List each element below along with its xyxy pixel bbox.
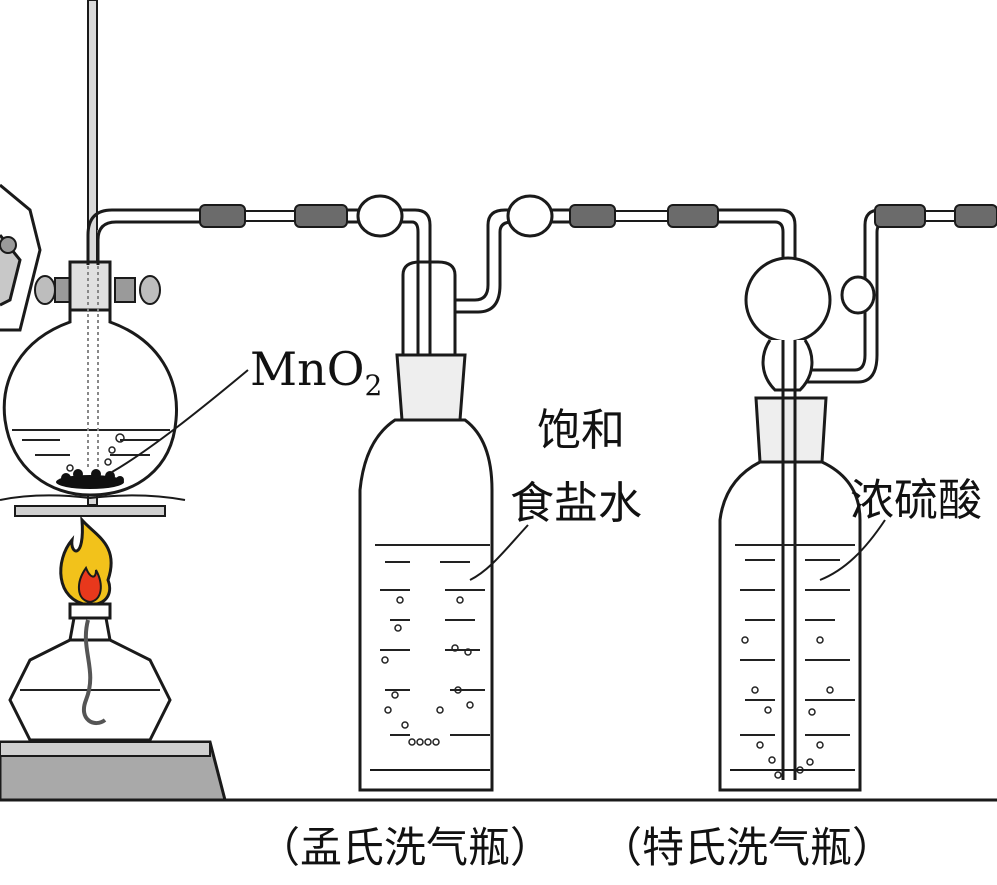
alcohol-lamp [8, 602, 172, 742]
label-mno2: MnO2 [250, 342, 382, 402]
wash-bottle-1 [358, 260, 494, 792]
iron-stand [0, 0, 227, 802]
rubber-connectors [199, 204, 997, 228]
label-saturated-brine-line2: 食盐水 [510, 478, 642, 529]
tube-bulbs [356, 194, 876, 315]
wash-bottle-2 [718, 256, 862, 792]
caption-bottle1: （孟氏洗气瓶） [258, 823, 552, 872]
flame-icon [59, 515, 113, 607]
label-saturated-brine-line1: 饱和 [537, 405, 625, 456]
mno2-solid [56, 469, 124, 489]
label-conc-sulfuric-acid: 浓硫酸 [850, 475, 982, 526]
flask-clamp [0, 183, 161, 332]
wire-gauze [0, 494, 186, 517]
round-bottom-flask [2, 230, 178, 497]
leader-lines [111, 369, 886, 581]
caption-bottle2: （特氏洗气瓶） [600, 823, 894, 872]
